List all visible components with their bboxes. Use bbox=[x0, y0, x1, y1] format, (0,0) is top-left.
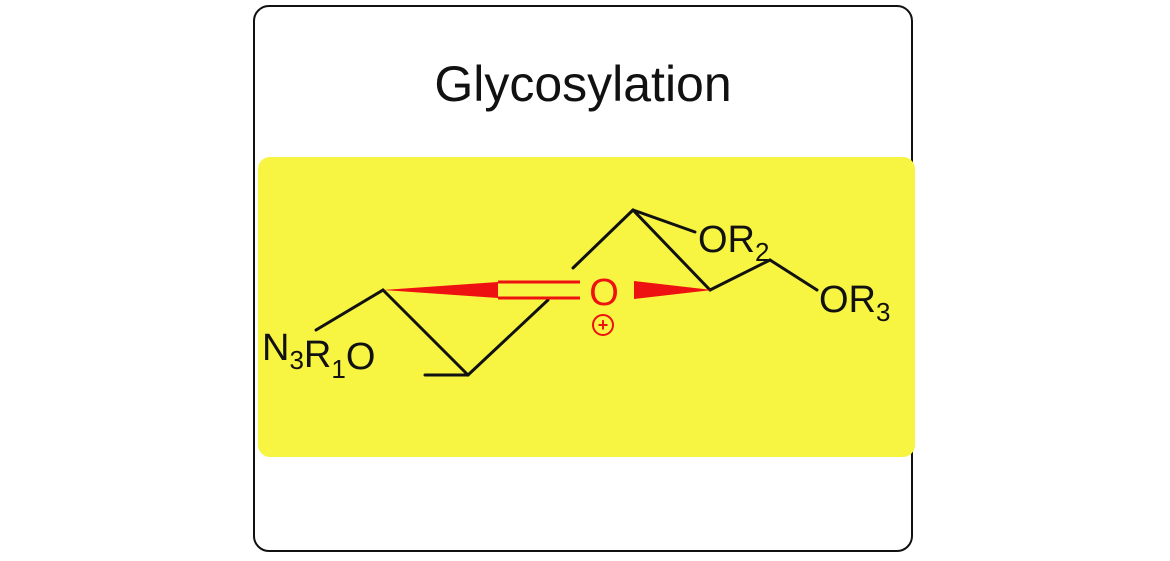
bond-ring-o-c1 bbox=[571, 208, 635, 270]
or2-element: OR bbox=[698, 219, 755, 261]
bond-c1-c2 bbox=[631, 208, 712, 292]
card-title: Glycosylation bbox=[434, 56, 732, 112]
bond-c6-or3 bbox=[768, 258, 819, 292]
n-element: N bbox=[262, 327, 289, 369]
charge-circle bbox=[592, 314, 614, 336]
wedge-left bbox=[383, 282, 498, 298]
bond-c4-c5 bbox=[466, 298, 550, 377]
r-element: R bbox=[304, 334, 331, 376]
bond-c3-n bbox=[314, 288, 385, 332]
bond-c3-c4 bbox=[381, 288, 470, 377]
bond-c2-c6 bbox=[708, 258, 772, 292]
or3-subscript: 3 bbox=[876, 297, 890, 327]
r-subscript: 1 bbox=[331, 354, 345, 384]
wedge-right bbox=[634, 281, 712, 299]
n3r1o-label: N3R1O bbox=[262, 327, 375, 384]
or3-label: OR3 bbox=[819, 279, 890, 327]
highlight-panel bbox=[258, 157, 915, 457]
bond-c1-or2 bbox=[631, 208, 697, 234]
bond-lines bbox=[314, 208, 819, 377]
o-element: O bbox=[346, 336, 376, 378]
charge-sign: + bbox=[598, 315, 609, 335]
oxocarbenium-bonds bbox=[383, 280, 712, 300]
n-subscript: 3 bbox=[289, 345, 303, 375]
ring-oxygen-label: O bbox=[589, 272, 619, 314]
or2-subscript: 2 bbox=[755, 237, 769, 267]
or3-element: OR bbox=[819, 279, 876, 321]
or2-label: OR2 bbox=[698, 219, 769, 267]
